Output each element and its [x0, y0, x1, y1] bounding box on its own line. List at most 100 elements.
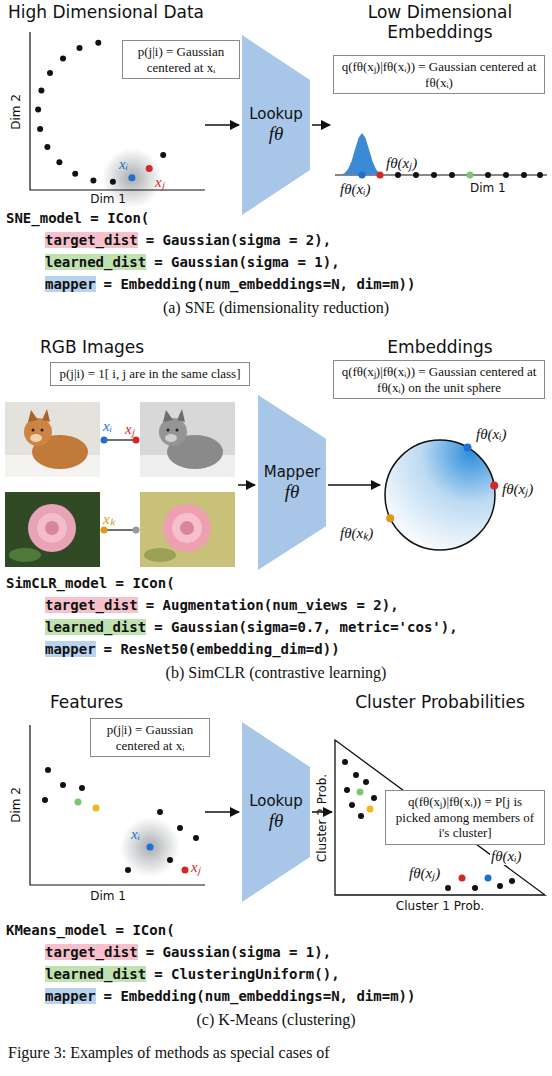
figure-art	[357, 789, 364, 796]
figure-art	[193, 835, 199, 841]
figure-art	[38, 87, 44, 93]
code-text: target_dist	[45, 232, 138, 248]
mapper-symbol: fθ	[285, 481, 300, 503]
axis-label: Cluster 1 Prob.	[396, 899, 484, 913]
mapper-name: Lookup	[249, 792, 303, 810]
figure-art	[163, 410, 173, 422]
math-label: fθ(xⱼ)	[386, 152, 417, 172]
code-text: = Embedding(num_embeddings=N, dim=m))	[104, 988, 416, 1004]
figure-art	[104, 439, 136, 440]
figure-art	[312, 124, 330, 126]
figure-art	[177, 409, 185, 422]
figure-art	[101, 527, 108, 534]
code-text: learned_dist	[45, 254, 146, 270]
callout-box: p(j|i) = Gaussian centered at xᵢ	[90, 718, 210, 757]
math-label: fθ(xᵢ)	[476, 426, 507, 443]
math-label: fθ(xⱼ)	[502, 478, 533, 498]
figure-art	[472, 885, 478, 891]
figure-art	[497, 883, 503, 889]
figure-art	[386, 514, 394, 522]
code-text: = Gaussian(sigma = 2),	[146, 232, 331, 248]
math-label: xᵢ	[119, 156, 128, 173]
callout-box: p(j|i) = 1[ i, j are in the same class]	[50, 362, 250, 386]
figure-art	[344, 787, 350, 793]
figure-art	[104, 529, 136, 530]
figure-art	[90, 178, 96, 184]
panel-title: Cluster Probabilities	[355, 692, 525, 712]
math-label: fθ(xⱼ)	[408, 862, 441, 882]
axis-label: Cluster 2 Prob.	[315, 774, 329, 862]
subcaption: (a) SNE (dimensionality reduction)	[163, 299, 389, 317]
trapezoid-fill	[258, 395, 326, 570]
code-text: target_dist	[45, 944, 138, 960]
callout-box: q(fθ(xⱼ)|fθ(xᵢ)) = Gaussian centered at …	[333, 55, 545, 94]
panel-title: Embeddings	[387, 337, 492, 357]
figure-art	[125, 867, 131, 873]
figure-art	[335, 174, 547, 175]
figure-art	[377, 172, 384, 179]
figure-art	[42, 409, 50, 422]
figure-art	[165, 434, 177, 442]
code-text: = Augmentation(num_views = 2),	[146, 597, 399, 613]
figure-art	[445, 885, 451, 891]
callout-box: q(fθ(xⱼ)|fθ(xᵢ)) = P[j is picked among m…	[385, 790, 545, 845]
callout-text: p(j|i) = Gaussian centered at xᵢ	[96, 722, 204, 753]
figure-art	[464, 443, 472, 451]
figure-art	[485, 172, 491, 178]
math-label: xᵢ	[103, 418, 112, 435]
code-text: SNE_model = ICon(	[6, 210, 149, 226]
figure-art	[133, 527, 140, 534]
callout-text: q(fθ(xⱼ)|fθ(xᵢ)) = P[j is picked among m…	[391, 794, 539, 841]
figure-art	[367, 806, 374, 813]
callout-box: p(j|i) = Gaussian centered at xᵢ	[122, 40, 240, 79]
figure-art	[180, 521, 194, 535]
code-text: = Gaussian(sigma = 1),	[146, 944, 331, 960]
figure-art	[205, 124, 239, 126]
callout-text: q(fθ(xⱼ)|fθ(xᵢ)) = Gaussian centered at …	[339, 364, 539, 395]
figure-art	[30, 434, 42, 442]
figure-art	[146, 165, 153, 172]
mapper-symbol: fθ	[269, 123, 284, 145]
code-text: = Gaussian(sigma=0.7, metric='cos'),	[154, 619, 457, 635]
figure-art	[24, 418, 52, 446]
code-text: learned_dist	[45, 619, 146, 635]
figure-art	[95, 40, 101, 46]
figure-art	[177, 825, 183, 831]
panel-b-art	[5, 402, 498, 567]
figure-art	[395, 172, 543, 178]
figure-art	[56, 159, 62, 165]
figure-art	[60, 55, 66, 61]
figure-art	[28, 410, 38, 422]
code-text: = Gaussian(sigma = 1),	[154, 254, 339, 270]
figure-art	[140, 492, 235, 567]
code-text: mapper	[45, 988, 96, 1004]
callout-text: p(j|i) = 1[ i, j are in the same class]	[56, 366, 244, 382]
mapper-trapezoid: Lookupfθ	[242, 722, 310, 902]
figure-art	[341, 133, 383, 175]
figure-art	[167, 857, 173, 863]
figure-art	[371, 795, 377, 801]
figure-art	[176, 429, 179, 432]
figure-art	[42, 797, 48, 803]
code-text: learned_dist	[45, 966, 146, 982]
code-text: = ClusteringUniform(),	[154, 966, 339, 982]
math-label: xₖ	[103, 508, 115, 528]
math-label: xⱼ	[191, 856, 201, 876]
figure-art	[503, 172, 509, 178]
figure-art	[37, 513, 67, 543]
code-text: mapper	[45, 276, 96, 292]
figure-art	[35, 107, 41, 113]
subcaption: (c) K-Means (clustering)	[196, 1011, 355, 1029]
figure-art	[485, 875, 492, 882]
mapper-name: Mapper	[264, 463, 321, 481]
figure-art	[182, 867, 189, 874]
trapezoid-fill	[242, 722, 310, 902]
mapper-trapezoid: Lookupfθ	[242, 35, 310, 215]
code-text: mapper	[45, 641, 96, 657]
figure-art	[335, 740, 545, 895]
figure-caption: Figure 3: Examples of methods as special…	[8, 1044, 330, 1062]
figure-art	[75, 799, 82, 806]
figure-art	[509, 878, 515, 884]
figure-art	[147, 844, 154, 851]
